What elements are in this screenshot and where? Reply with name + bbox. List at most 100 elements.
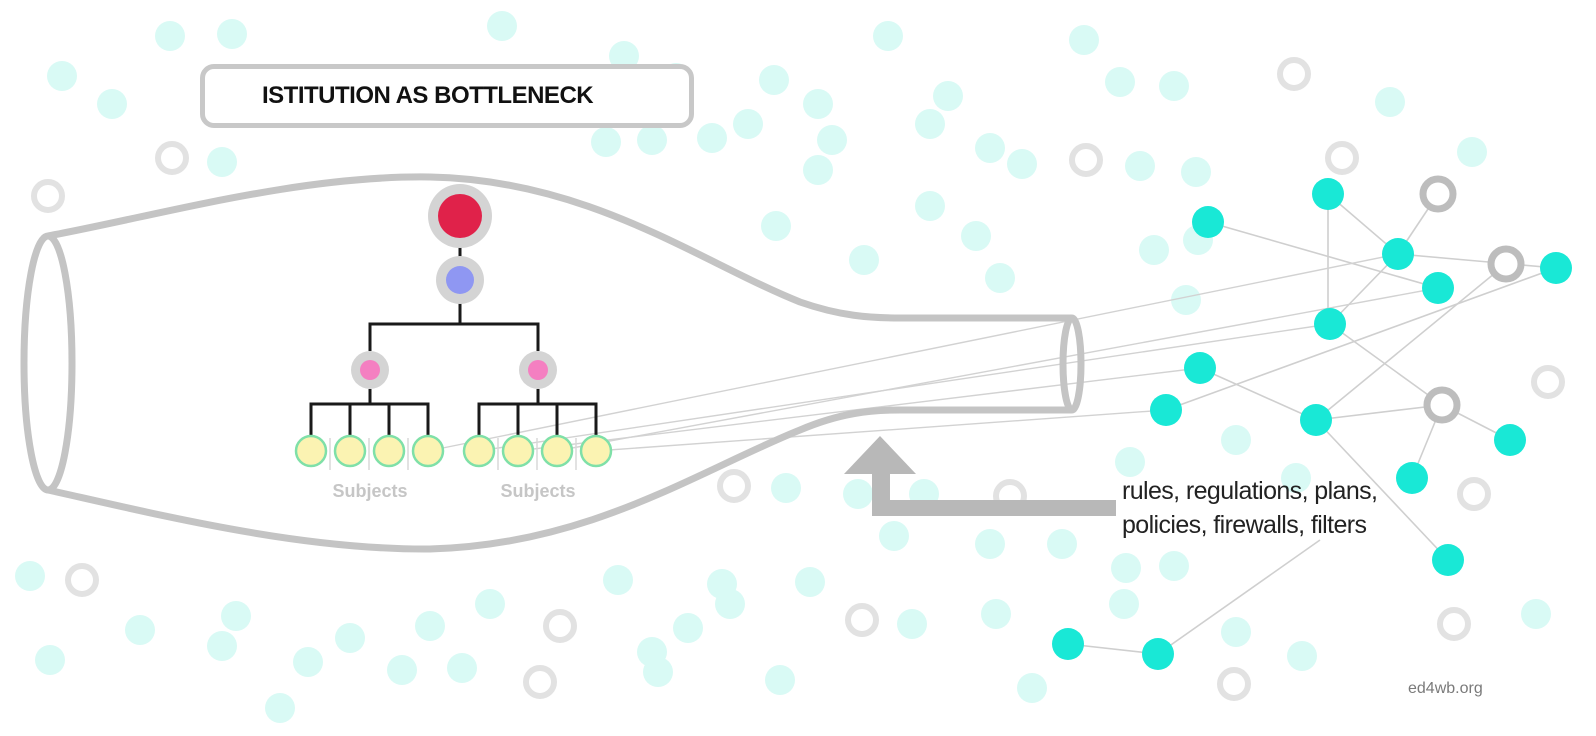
network-node (1422, 272, 1454, 304)
background-dot (849, 245, 879, 275)
background-dot (879, 521, 909, 551)
background-dot (817, 125, 847, 155)
subject-node (333, 434, 367, 468)
network-node (1192, 206, 1224, 238)
network-node (1142, 638, 1174, 670)
background-dot (1281, 463, 1311, 493)
background-ring (523, 665, 557, 699)
diagram-title: ISTITUTION AS BOTTLENECK (262, 82, 594, 109)
top-node (438, 194, 482, 238)
background-dot (1047, 529, 1077, 559)
network-node (1494, 424, 1526, 456)
network-ring (1419, 175, 1457, 213)
network-node (1052, 628, 1084, 660)
background-dot (1007, 149, 1037, 179)
background-dot (207, 147, 237, 177)
background-dot (981, 599, 1011, 629)
background-dot (217, 19, 247, 49)
network-ring (1423, 386, 1461, 424)
network-node (1184, 352, 1216, 384)
subject-node (372, 434, 406, 468)
background-dot (1159, 71, 1189, 101)
background-dot (1139, 235, 1169, 265)
background-dot (795, 567, 825, 597)
caption-line-1: rules, regulations, plans, (1122, 477, 1378, 505)
background-ring (543, 609, 577, 643)
network-ring (1487, 245, 1525, 283)
background-dot (1109, 589, 1139, 619)
background-dot (733, 109, 763, 139)
background-dot (335, 623, 365, 653)
source-credit: ed4wb.org (1408, 680, 1483, 697)
background-dot (125, 615, 155, 645)
background-dot (975, 529, 1005, 559)
background-dot (933, 81, 963, 111)
network-node (1382, 238, 1414, 270)
background-dot (803, 89, 833, 119)
background-dot (609, 41, 639, 71)
background-dot (975, 133, 1005, 163)
background-dot (873, 21, 903, 51)
background-dot (643, 657, 673, 687)
bottle-neck-rim (1059, 314, 1085, 414)
background-dot (771, 473, 801, 503)
background-dot (1111, 553, 1141, 583)
background-dot (1375, 87, 1405, 117)
subject-node (462, 434, 496, 468)
background-dot (1521, 599, 1551, 629)
title-box (200, 64, 694, 128)
background-ring (1325, 141, 1359, 175)
background-dot (803, 155, 833, 185)
background-rings (31, 57, 1565, 701)
subject-node (501, 434, 535, 468)
bottle-base-rim (20, 232, 76, 494)
subject-node (540, 434, 574, 468)
background-ring (717, 469, 751, 503)
background-dot (1069, 25, 1099, 55)
network-rings (1419, 175, 1525, 424)
background-dot (1105, 67, 1135, 97)
background-dot (715, 589, 745, 619)
subject-node (411, 434, 445, 468)
network-node (1396, 462, 1428, 494)
background-dot (475, 589, 505, 619)
background-dot (47, 61, 77, 91)
network-nodes (1052, 178, 1572, 670)
background-ring (845, 603, 879, 637)
background-dot (765, 665, 795, 695)
background-dot (915, 109, 945, 139)
background-dot (293, 647, 323, 677)
background-dot (1287, 641, 1317, 671)
arrow-icon (844, 436, 1116, 516)
background-dot (843, 479, 873, 509)
background-ring (1531, 365, 1565, 399)
background-ring (1217, 667, 1251, 701)
background-dot (591, 127, 621, 157)
background-ring (1437, 607, 1471, 641)
background-dot (415, 611, 445, 641)
subject-node (294, 434, 328, 468)
background-dot (97, 89, 127, 119)
subject-separators (329, 438, 577, 470)
background-dot (387, 655, 417, 685)
manager-node-right (528, 360, 548, 380)
background-dot (221, 601, 251, 631)
background-dot (1221, 425, 1251, 455)
background-dot (1221, 617, 1251, 647)
background-dot (35, 645, 65, 675)
network-node (1312, 178, 1344, 210)
background-dot (759, 65, 789, 95)
background-dot (915, 191, 945, 221)
bottle-shape (20, 173, 1085, 553)
constraints-caption: rules, regulations, plans, policies, fir… (1122, 474, 1378, 542)
background-dot (1159, 551, 1189, 581)
background-dot (637, 125, 667, 155)
subjects-label-left: Subjects (332, 481, 407, 501)
background-ring (65, 563, 99, 597)
background-dot (1017, 673, 1047, 703)
subjects-label-right: Subjects (500, 481, 575, 501)
background-dot (697, 123, 727, 153)
subject-node (579, 434, 613, 468)
background-ring (1069, 143, 1103, 177)
background-ring (1277, 57, 1311, 91)
